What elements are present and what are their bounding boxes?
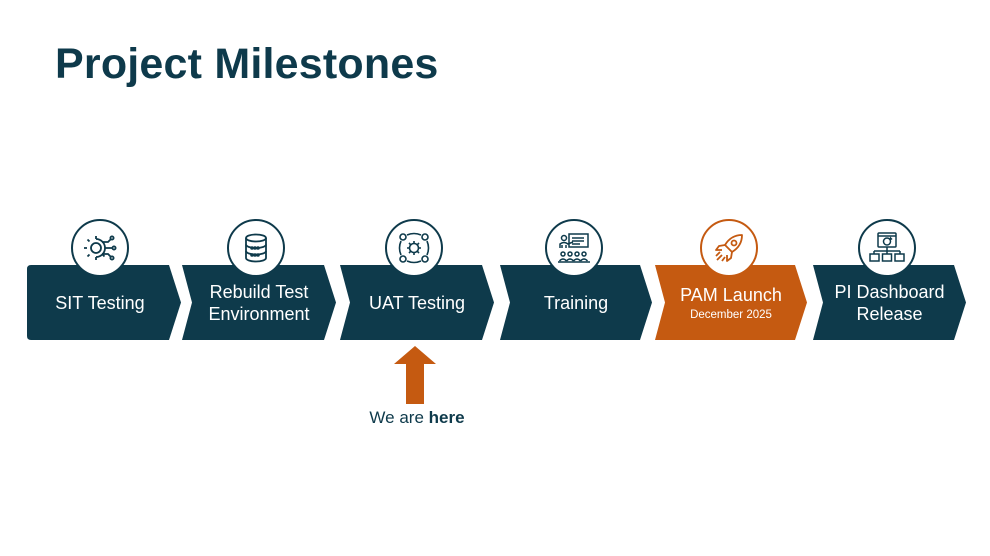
page-title: Project Milestones [55, 40, 439, 88]
chevron-shape [182, 265, 336, 340]
gears-cycle-icon [385, 219, 443, 277]
milestone-label: PAM Launch December 2025 [661, 265, 801, 340]
milestone-label: SIT Testing [27, 265, 173, 340]
presentation-icon [545, 219, 603, 277]
chevron-shape [340, 265, 494, 340]
milestone-label: PI Dashboard Release [819, 265, 960, 340]
chevron-shape [27, 265, 181, 340]
database-icon [227, 219, 285, 277]
milestone-title: UAT Testing [368, 292, 466, 313]
milestone-title-line2: Release [856, 303, 923, 324]
gear-circuit-icon [71, 219, 129, 277]
milestone-title: PI Dashboard [834, 281, 945, 302]
milestone-title: PAM Launch [680, 285, 782, 305]
marker-prefix: We are [369, 408, 429, 427]
chevron-shape [500, 265, 652, 340]
current-position-label: We are here [367, 408, 467, 428]
current-position-arrow [394, 346, 436, 404]
chevron-shape [655, 265, 807, 340]
milestone-title: SIT Testing [55, 292, 145, 313]
milestone-title: Rebuild Test [209, 281, 309, 302]
milestone-label: Training [506, 265, 646, 340]
rocket-icon [700, 219, 758, 277]
milestone-date: December 2025 [690, 309, 772, 321]
chevron-shape [813, 265, 966, 340]
milestone-label: UAT Testing [346, 265, 488, 340]
milestone-label: Rebuild Test Environment [188, 265, 330, 340]
marker-emphasis: here [428, 408, 465, 427]
milestone-title: Training [543, 292, 609, 313]
dashboard-network-icon [858, 219, 916, 277]
milestone-title-line2: Environment [208, 303, 310, 324]
